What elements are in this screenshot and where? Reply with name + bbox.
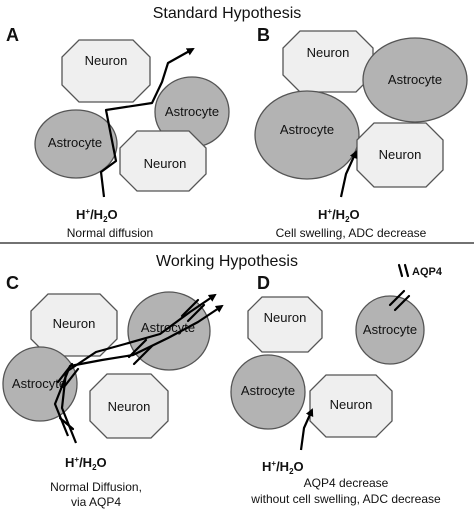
ion-label: H+/H2O xyxy=(76,207,118,224)
neuron-cell xyxy=(356,122,444,188)
panel-c-label: C xyxy=(6,273,19,293)
panel-a: A Neuron Astrocyte Astrocyte Neuron H+/H… xyxy=(6,25,230,240)
aqp4-channel-icon xyxy=(127,338,148,359)
neuron-cell xyxy=(247,296,323,353)
ion-label: H+/H2O xyxy=(262,459,304,476)
astrocyte-label: Astrocyte xyxy=(48,135,102,150)
aqp4-channel-icon xyxy=(180,298,200,318)
astrocyte-cell xyxy=(230,354,306,430)
standard-hypothesis-title: Standard Hypothesis xyxy=(153,5,302,22)
ion-label: H+/H2O xyxy=(65,455,107,472)
aqp4-channel-icon xyxy=(132,344,154,366)
neuron-label: Neuron xyxy=(144,156,187,171)
neuron-cell xyxy=(282,30,374,93)
aqp4-channel-icon xyxy=(62,367,80,389)
ion-label: H+/H2O xyxy=(318,207,360,224)
neuron-cell xyxy=(309,374,393,438)
diffusion-path xyxy=(339,150,358,198)
diffusion-path xyxy=(60,293,217,444)
aqp4-channel-icon xyxy=(388,289,406,307)
panel-b: B Neuron Astrocyte Astrocyte Neuron H+/H… xyxy=(254,25,468,240)
aqp4-channel-icon xyxy=(186,303,206,323)
astrocyte-label: Astrocyte xyxy=(280,122,334,137)
neuron-cell xyxy=(30,293,118,357)
astrocyte-label: Astrocyte xyxy=(165,104,219,119)
astrocyte-cell xyxy=(254,90,360,180)
aqp4-channel-icon xyxy=(403,263,410,278)
aqp4-legend-label: AQP4 xyxy=(412,266,443,278)
aqp4-channel-icon xyxy=(393,294,411,312)
panel-d-caption-line1: AQP4 decrease xyxy=(304,476,389,490)
panel-c-caption-line1: Normal Diffusion, xyxy=(50,480,142,494)
neuron-label: Neuron xyxy=(53,316,96,331)
neuron-label: Neuron xyxy=(307,45,350,60)
diffusion-path xyxy=(53,304,224,437)
neuron-label: Neuron xyxy=(379,147,422,162)
diffusion-path xyxy=(299,408,314,451)
astrocyte-cell xyxy=(362,37,468,123)
neuron-label: Neuron xyxy=(85,53,128,68)
aqp4-channel-icon xyxy=(58,416,75,431)
neuron-label: Neuron xyxy=(108,399,151,414)
astrocyte-cell xyxy=(2,346,78,422)
panel-a-caption: Normal diffusion xyxy=(67,226,153,240)
aqp4-channel-icon xyxy=(56,362,74,384)
panel-d-caption-line2: without cell swelling, ADC decrease xyxy=(250,492,441,506)
aqp4-channel-icon xyxy=(397,263,404,278)
panel-c: C Neuron Astrocyte Astrocyte Neuron H+/H… xyxy=(2,273,224,509)
astrocyte-label: Astrocyte xyxy=(241,383,295,398)
panel-c-caption-line2: via AQP4 xyxy=(71,495,121,509)
panel-b-label: B xyxy=(257,25,270,45)
astrocyte-label: Astrocyte xyxy=(12,376,66,391)
astrocyte-label: Astrocyte xyxy=(388,72,442,87)
astrocyte-label: Astrocyte xyxy=(363,322,417,337)
astrocyte-cell xyxy=(355,295,425,365)
working-hypothesis-title: Working Hypothesis xyxy=(156,253,298,270)
panel-d-label: D xyxy=(257,273,270,293)
neuron-label: Neuron xyxy=(264,310,307,325)
neuron-label: Neuron xyxy=(330,397,373,412)
diffusion-path xyxy=(99,48,195,198)
neuron-cell xyxy=(61,39,151,103)
neuron-cell xyxy=(119,130,207,192)
aqp4-legend: AQP4 xyxy=(397,263,443,278)
panel-d: D AQP4 Neuron Astrocyte Astrocyte Neuron… xyxy=(230,263,443,506)
neuron-cell xyxy=(89,373,169,439)
panel-b-caption: Cell swelling, ADC decrease xyxy=(276,226,427,240)
astrocyte-cell xyxy=(34,109,118,179)
panel-a-label: A xyxy=(6,25,19,45)
